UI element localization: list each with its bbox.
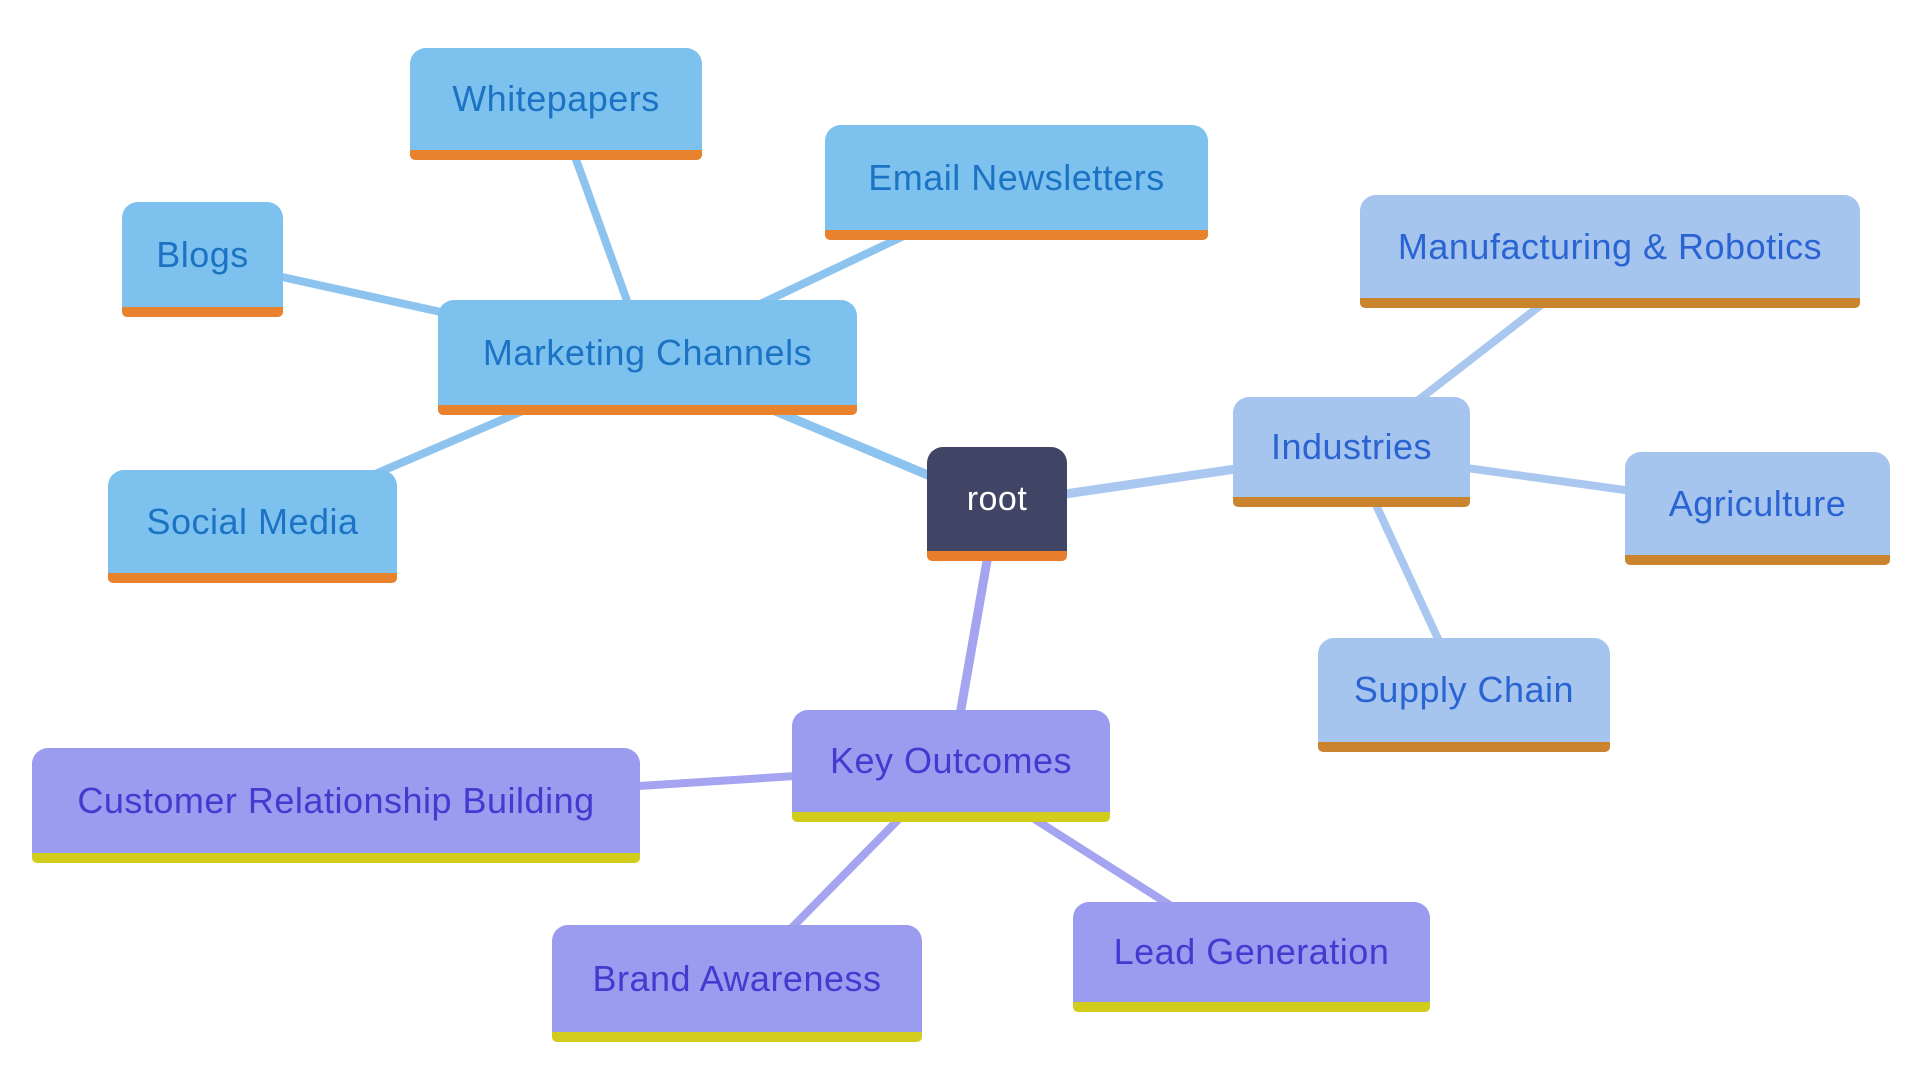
node-label-marketing-channels: Marketing Channels bbox=[482, 331, 813, 373]
node-agriculture: Agriculture bbox=[1625, 452, 1890, 565]
node-label-industries: Industries bbox=[1270, 426, 1433, 467]
node-label-social-media: Social Media bbox=[146, 500, 359, 542]
node-label-whitepapers: Whitepapers bbox=[452, 78, 660, 119]
node-manufacturing-robotics: Manufacturing & Robotics bbox=[1360, 195, 1860, 308]
node-industries: Industries bbox=[1233, 397, 1470, 507]
node-label-blogs: Blogs bbox=[156, 233, 249, 275]
node-customer-relationship-building: Customer Relationship Building bbox=[32, 748, 640, 863]
node-blogs: Blogs bbox=[122, 202, 283, 317]
node-label-email-newsletters: Email Newsletters bbox=[868, 156, 1165, 198]
node-whitepapers: Whitepapers bbox=[410, 48, 702, 160]
node-label-lead-generation: Lead Generation bbox=[1113, 931, 1390, 972]
node-social-media: Social Media bbox=[108, 470, 397, 583]
node-label-root: root bbox=[966, 479, 1028, 518]
node-label-brand-awareness: Brand Awareness bbox=[592, 957, 882, 999]
node-label-supply-chain: Supply Chain bbox=[1353, 669, 1575, 710]
node-label-key-outcomes: Key Outcomes bbox=[829, 740, 1073, 781]
node-key-outcomes: Key Outcomes bbox=[792, 710, 1110, 822]
node-label-customer-relationship-building: Customer Relationship Building bbox=[77, 779, 595, 821]
node-supply-chain: Supply Chain bbox=[1318, 638, 1610, 752]
node-label-agriculture: Agriculture bbox=[1668, 482, 1847, 524]
node-email-newsletters: Email Newsletters bbox=[825, 125, 1208, 240]
node-lead-generation: Lead Generation bbox=[1073, 902, 1430, 1012]
node-root: root bbox=[927, 447, 1067, 561]
node-marketing-channels: Marketing Channels bbox=[438, 300, 857, 415]
node-label-manufacturing-robotics: Manufacturing & Robotics bbox=[1397, 225, 1823, 267]
node-brand-awareness: Brand Awareness bbox=[552, 925, 922, 1042]
